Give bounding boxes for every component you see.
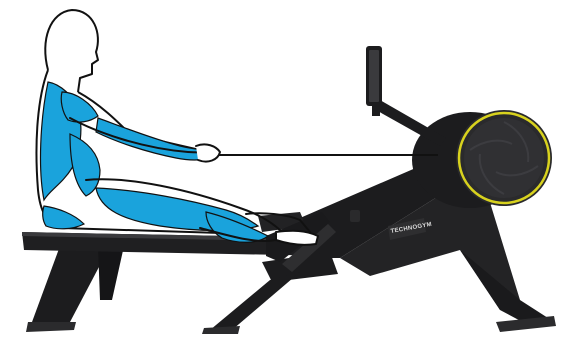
muscle-highlight bbox=[41, 82, 268, 242]
flywheel bbox=[412, 110, 552, 208]
rear-stand bbox=[26, 246, 124, 332]
adjust-knob bbox=[350, 210, 360, 222]
